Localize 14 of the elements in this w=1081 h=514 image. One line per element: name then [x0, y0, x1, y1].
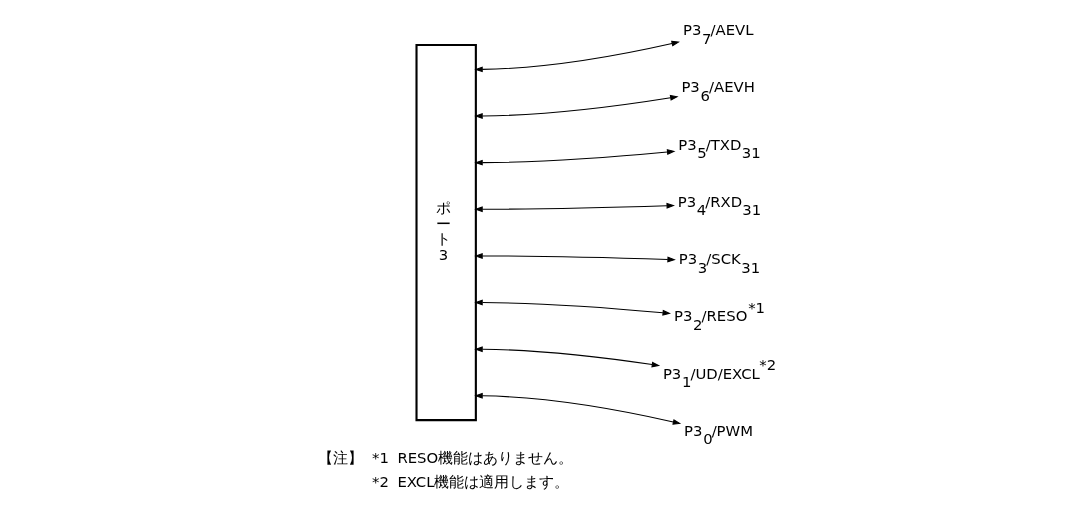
- label: *1: [372, 448, 389, 466]
- arrow: [474, 345, 661, 367]
- arrow: [474, 94, 679, 119]
- node-box: ポート3: [415, 43, 477, 421]
- label: *2: [372, 472, 389, 490]
- arrow: [474, 252, 676, 262]
- arrow: [474, 40, 680, 72]
- label: 【注】: [317, 448, 363, 466]
- label: EXCL機能は適用します。: [397, 472, 570, 490]
- arrow: [474, 392, 682, 425]
- arrow: [474, 299, 671, 316]
- label: RESO機能はありません。: [397, 448, 574, 466]
- arrow: [474, 148, 676, 166]
- arrow: [474, 202, 675, 212]
